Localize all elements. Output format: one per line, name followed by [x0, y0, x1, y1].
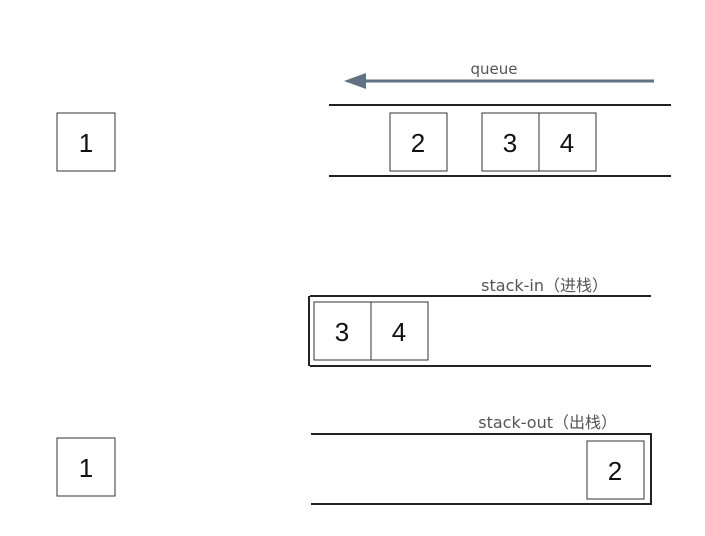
stack-in-item: 4 — [370, 301, 429, 361]
stack-in-label: stack-in（进栈） — [481, 276, 608, 295]
stack-out-label: stack-out（出栈） — [478, 413, 617, 432]
queue-direction-arrow — [344, 73, 654, 89]
queue-label: queue — [471, 60, 518, 78]
queue-item-value: 4 — [560, 128, 574, 158]
stack-in-item: 3 — [313, 301, 372, 361]
stack-out-item: 2 — [586, 440, 645, 500]
stack-in-section: stack-in（进栈） 3 4 — [308, 276, 651, 367]
queue-item: 2 — [389, 112, 448, 172]
stack-in-item-value: 4 — [392, 317, 406, 347]
queue-section: queue 2 3 4 — [329, 60, 671, 177]
output-value-bottom: 1 — [79, 453, 93, 483]
queue-item: 4 — [538, 112, 597, 172]
stack-out-section: stack-out（出栈） 2 — [311, 413, 652, 505]
stack-out-item-value: 2 — [608, 456, 622, 486]
queue-item: 3 — [481, 112, 540, 172]
queue-item-value: 2 — [411, 128, 425, 158]
output-box-bottom: 1 — [56, 437, 116, 497]
arrow-head-icon — [344, 73, 366, 89]
queue-item-value: 3 — [503, 128, 517, 158]
stack-in-item-value: 3 — [335, 317, 349, 347]
output-value-top: 1 — [79, 128, 93, 158]
output-box-top: 1 — [56, 112, 116, 172]
